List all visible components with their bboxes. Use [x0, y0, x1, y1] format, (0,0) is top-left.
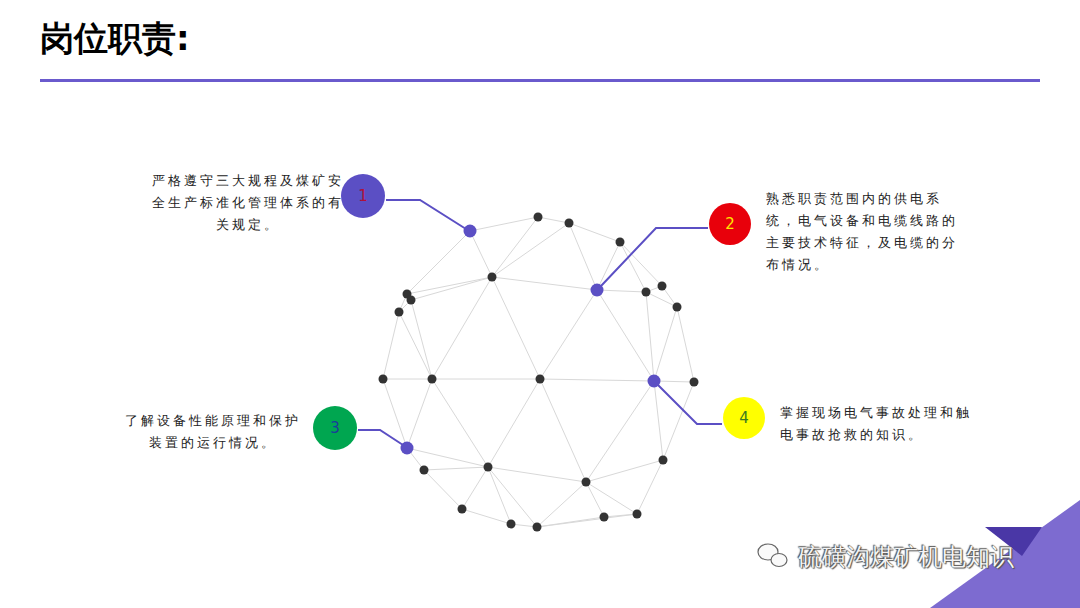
mesh-dot: [464, 225, 477, 238]
mesh-dot: [600, 513, 609, 522]
mesh-dot: [507, 520, 516, 529]
mesh-dot: [536, 375, 545, 384]
mesh-dot: [488, 273, 497, 282]
callout-circle: 2: [709, 203, 751, 245]
mesh-dot: [565, 219, 574, 228]
callout-number: 4: [739, 409, 749, 427]
mesh-dot: [458, 505, 467, 514]
duty-text: 了解设备性能原理和保护装置的运行情况。: [118, 410, 308, 454]
mesh-dot: [582, 478, 591, 487]
mesh-dot: [633, 510, 642, 519]
mesh-dot: [533, 523, 542, 532]
mesh-dot: [690, 378, 699, 387]
geodesic-sphere: [379, 213, 699, 532]
callout-circle: 1: [341, 174, 385, 218]
mesh-dot: [534, 213, 543, 222]
leader-line: [658, 385, 722, 424]
leader-line: [386, 200, 466, 229]
mesh-dot: [484, 463, 493, 472]
leader-lines: [358, 200, 722, 445]
callout-number: 2: [725, 215, 735, 233]
mesh-dot: [420, 466, 429, 475]
mesh-dot: [407, 296, 416, 305]
mesh-dot: [642, 288, 651, 297]
duty-text: 掌握现场电气事故处理和触电事故抢救的知识。: [780, 402, 980, 446]
watermark: 硫磺沟煤矿机电知识: [798, 541, 1014, 573]
mesh-lines: [383, 217, 694, 527]
callout-number: 3: [330, 419, 340, 437]
mesh-dot: [616, 238, 625, 247]
wechat-icon: [758, 544, 787, 567]
duty-text: 严格遵守三大规程及煤矿安全生产标准化管理体系的有关规定。: [150, 170, 346, 236]
mesh-dot: [658, 282, 667, 291]
callout-number: 1: [358, 187, 368, 205]
duty-text: 熟悉职责范围内的供电系统，电气设备和电缆线路的主要技术特征，及电缆的分布情况。: [766, 188, 966, 276]
page-title: 岗位职责:: [40, 16, 190, 62]
callout-circle: 3: [313, 406, 357, 450]
mesh-dot: [659, 456, 668, 465]
mesh-dot: [428, 375, 437, 384]
leader-line: [358, 430, 403, 445]
title-rule: [40, 79, 1040, 82]
mesh-dot: [379, 375, 388, 384]
leader-line: [601, 228, 708, 286]
mesh-dot: [673, 303, 682, 312]
mesh-dot: [395, 308, 404, 317]
callout-circle: 4: [723, 397, 765, 439]
